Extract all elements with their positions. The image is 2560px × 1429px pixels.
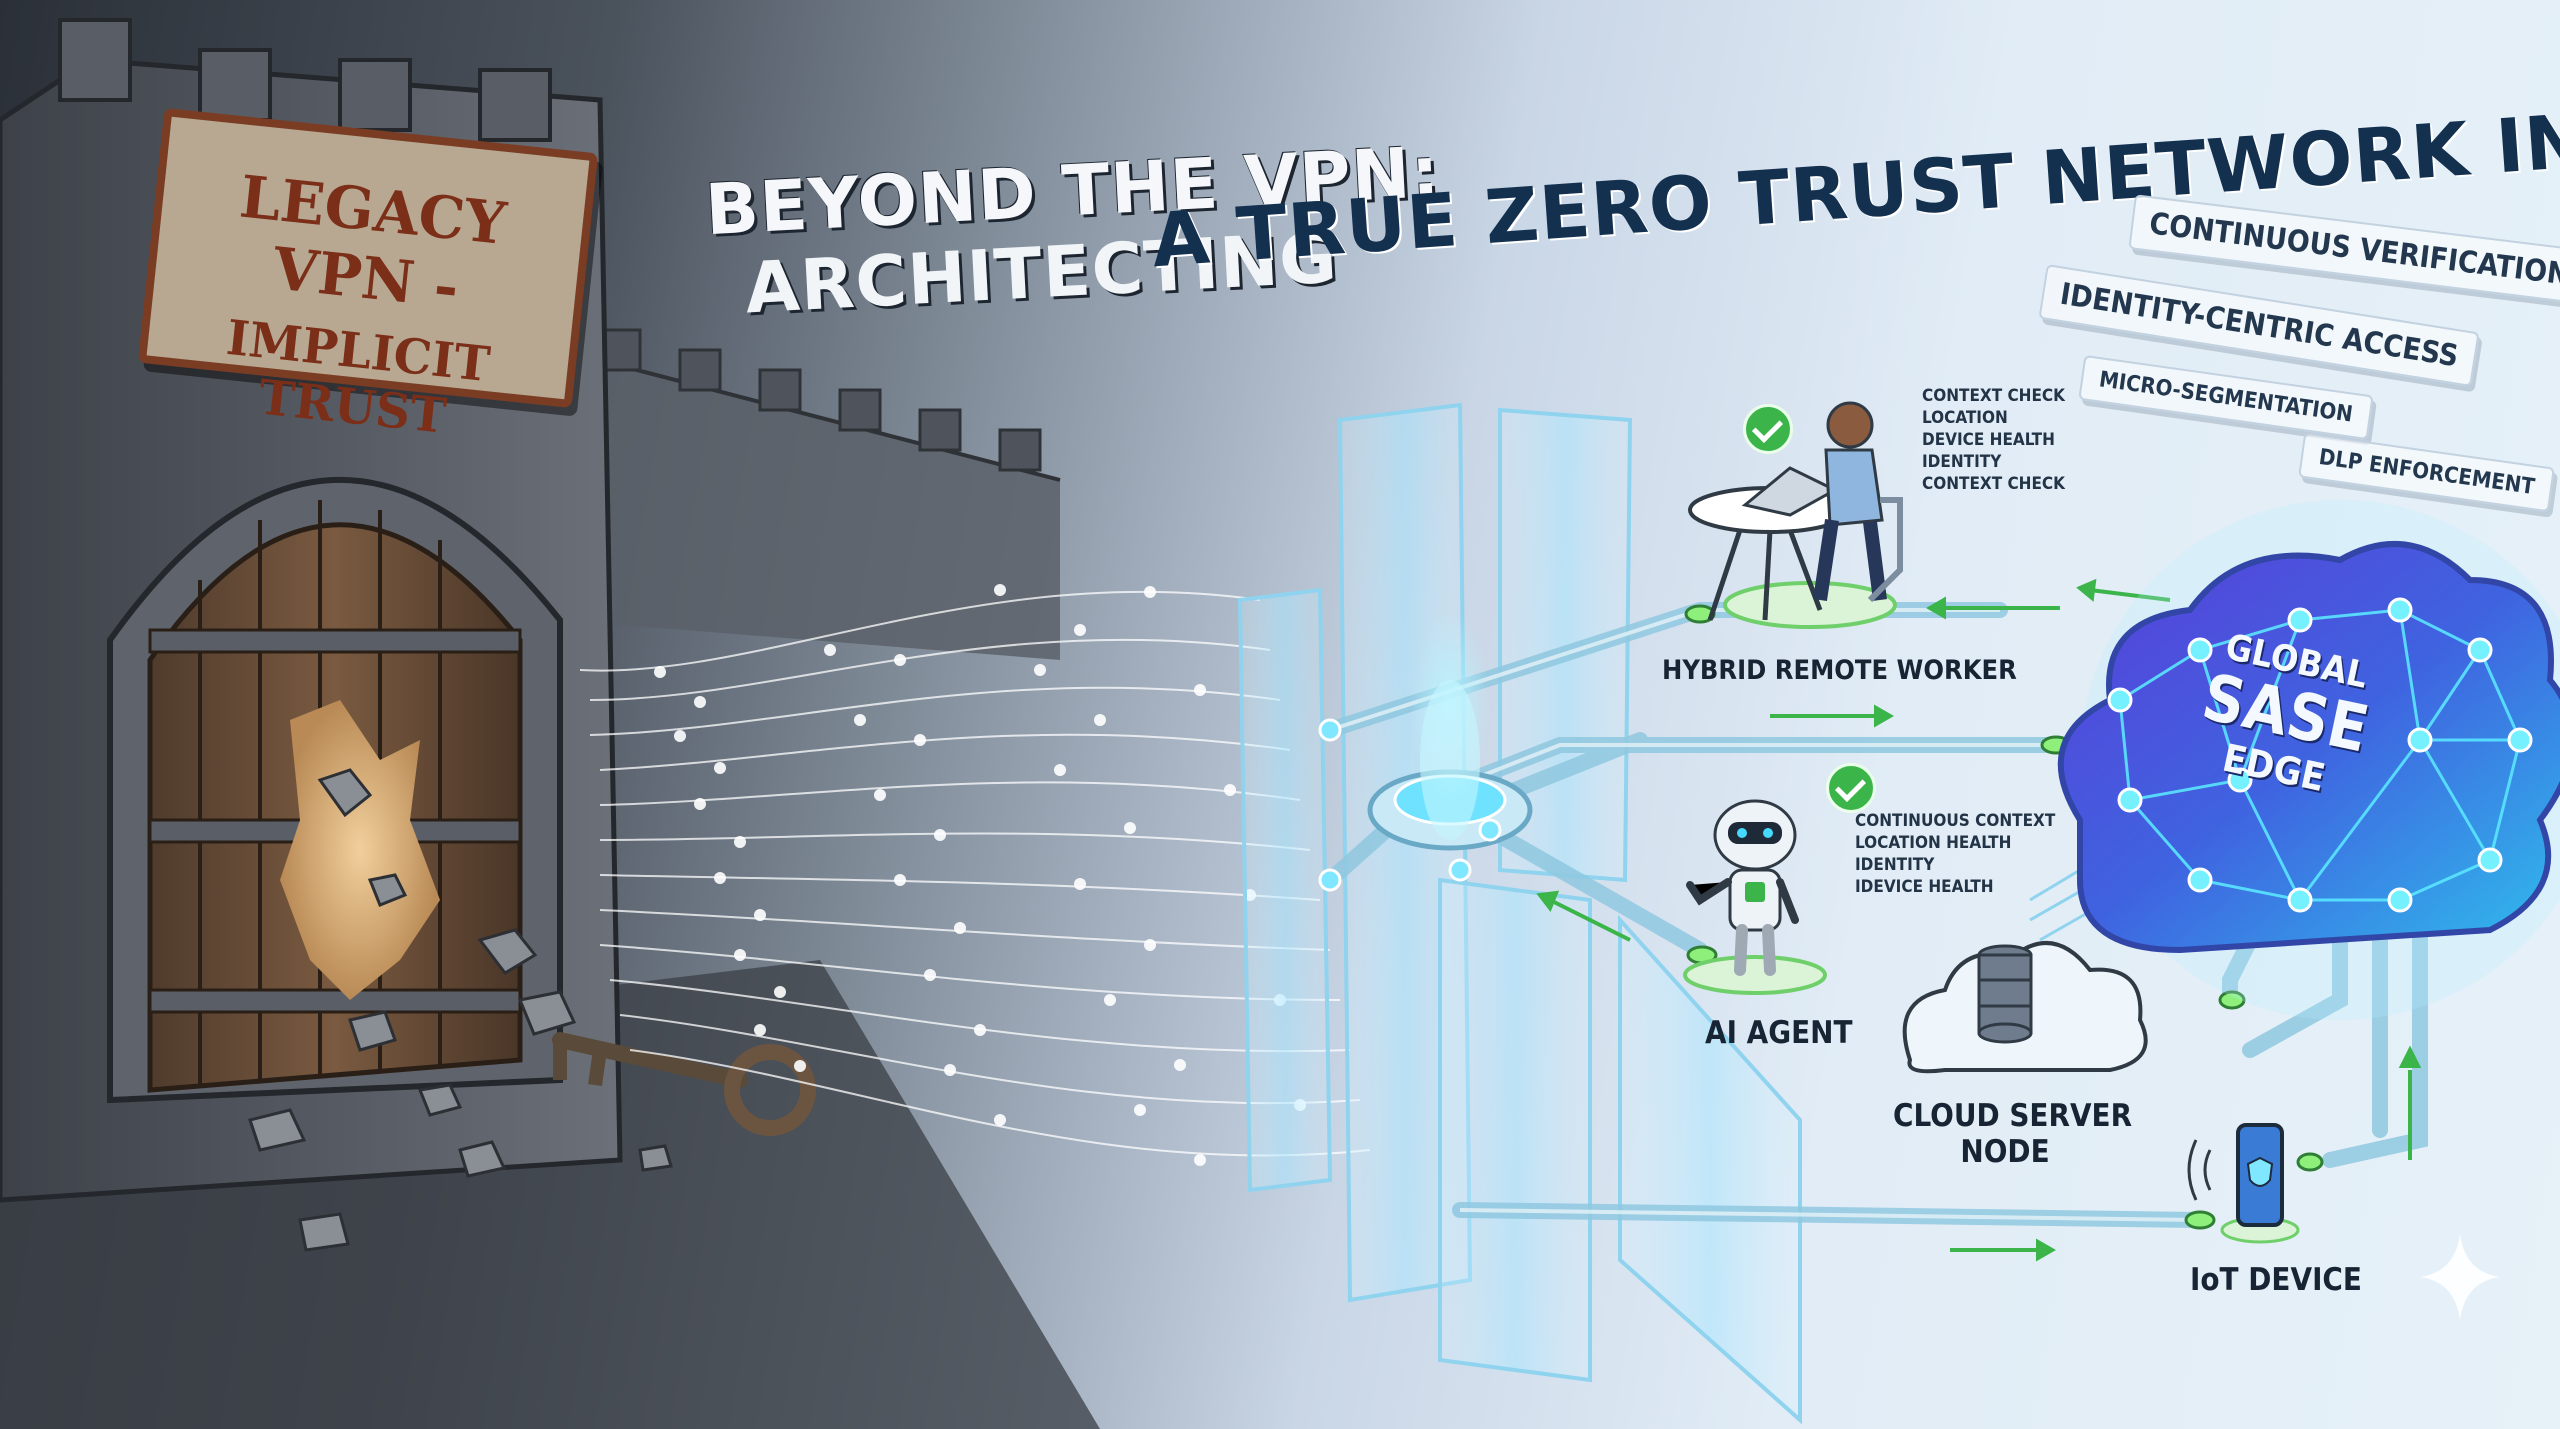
worker-check-item: CONTEXT CHECK	[1922, 386, 2066, 406]
server-label-line2: NODE	[1960, 1134, 2050, 1170]
agent-label: AI AGENT	[1705, 1015, 1853, 1051]
agent-check-item: LOCATION HEALTH	[1855, 833, 2012, 853]
worker-check-item: LOCATION	[1922, 408, 2008, 428]
agent-check-list: CONTINUOUS CONTEXT LOCATION HEALTH IDENT…	[1855, 810, 2055, 898]
legacy-sign-line1: LEGACY VPN -	[236, 162, 510, 322]
server-label: CLOUD SERVER NODE	[1893, 1098, 2133, 1170]
agent-check-item: IDENTITY	[1855, 855, 1935, 875]
legacy-vpn-sign: LEGACY VPN - IMPLICIT TRUST	[137, 107, 599, 445]
worker-label: HYBRID REMOTE WORKER	[1662, 655, 2017, 686]
agent-check-item: CONTINUOUS CONTEXT	[1855, 811, 2056, 831]
worker-check-item: DEVICE HEALTH	[1922, 430, 2055, 450]
worker-check-list: CONTEXT CHECK LOCATION DEVICE HEALTH IDE…	[1922, 385, 2065, 495]
worker-check-icon	[1743, 404, 1793, 454]
agent-check-icon	[1826, 763, 1876, 813]
worker-check-item: IDENTITY	[1922, 452, 2002, 472]
worker-check-item: CONTEXT CHECK	[1922, 474, 2066, 494]
agent-check-item: IDEVICE HEALTH	[1855, 877, 1994, 897]
server-label-line1: CLOUD SERVER	[1893, 1098, 2133, 1134]
iot-label: IoT DEVICE	[2190, 1262, 2362, 1298]
